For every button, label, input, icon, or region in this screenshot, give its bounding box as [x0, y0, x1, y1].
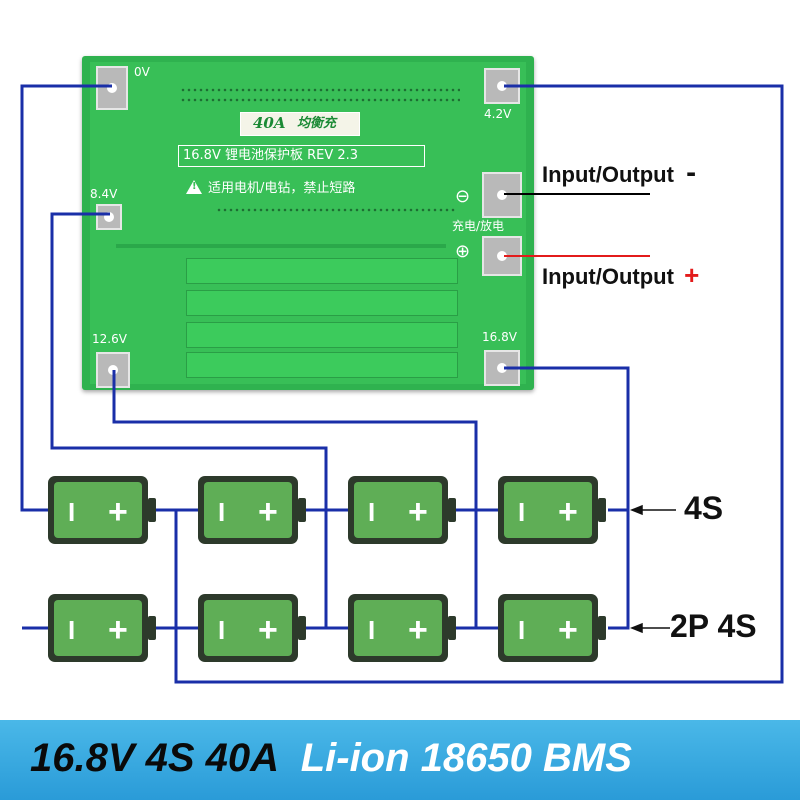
battery-body	[504, 600, 592, 656]
battery-cell-3: I+	[348, 476, 456, 544]
battery-minus-mark: I	[368, 615, 375, 645]
battery-body	[354, 482, 442, 538]
io-plus-sign: +	[684, 260, 700, 290]
battery-cell-8: I+	[498, 594, 606, 662]
warning-icon	[186, 180, 202, 194]
battery-plus-mark: +	[258, 611, 278, 649]
battery-terminal	[148, 498, 156, 522]
battery-minus-mark: I	[68, 497, 75, 527]
battery-body	[54, 482, 142, 538]
wire-12-6v	[112, 370, 478, 628]
plus-symbol: ⊕	[455, 241, 471, 262]
pcb-trace	[186, 322, 458, 348]
battery-terminal	[448, 498, 456, 522]
arrow-4s-head	[629, 504, 643, 516]
battery-body	[54, 600, 142, 656]
io-plus-text: Input/Output	[542, 264, 674, 289]
battery-cell-2: I+	[198, 476, 306, 544]
battery-minus-mark: I	[68, 615, 75, 645]
io-minus-text: Input/Output	[542, 162, 674, 187]
banner-product: Li-ion 18650 BMS	[300, 736, 632, 780]
pad-4-2v	[484, 68, 520, 104]
pad-label-0v: 0V	[134, 65, 150, 79]
battery-cell-4: I+	[498, 476, 606, 544]
pcb-via-row	[180, 88, 460, 92]
board-title-box: 16.8V 锂电池保护板 REV 2.3	[178, 145, 425, 167]
board-title: 16.8V 锂电池保护板 REV 2.3	[183, 148, 359, 163]
io-minus-label: Input/Output -	[542, 158, 696, 188]
charge-discharge-label: 充电/放电	[452, 219, 505, 233]
pad-label-4-2v: 4.2V	[484, 107, 512, 121]
battery-plus-mark: +	[558, 493, 578, 531]
pcb-trace	[116, 244, 446, 248]
battery-body	[204, 600, 292, 656]
battery-plus-mark: +	[408, 493, 428, 531]
io-plus-label: Input/Output +	[542, 262, 699, 288]
current-rating: 40A	[253, 114, 286, 132]
battery-plus-mark: +	[258, 493, 278, 531]
pcb-via-row	[216, 208, 456, 212]
battery-cell-7: I+	[348, 594, 456, 662]
banner-spec: 16.8V 4S 40A	[30, 736, 278, 780]
battery-plus-mark: +	[408, 611, 428, 649]
battery-terminal	[298, 498, 306, 522]
battery-cell-5: I+	[48, 594, 156, 662]
battery-body	[504, 482, 592, 538]
battery-minus-mark: I	[518, 615, 525, 645]
battery-plus-mark: +	[108, 493, 128, 531]
pad-label-16-8v: 16.8V	[482, 330, 517, 344]
pcb-via-row	[180, 98, 460, 102]
arrow-2p4s-head	[629, 622, 643, 634]
battery-minus-mark: I	[518, 497, 525, 527]
battery-minus-mark: I	[218, 615, 225, 645]
warning-text: 适用电机/电钻，禁止短路	[208, 181, 356, 196]
pad-0v	[96, 66, 128, 110]
wiring-svg: I+I+I+I+I+I+I+I+	[20, 84, 784, 684]
wire-4-2v	[174, 84, 784, 684]
battery-body	[354, 600, 442, 656]
battery-terminal	[298, 616, 306, 640]
battery-terminal	[448, 616, 456, 640]
minus-symbol: ⊖	[455, 186, 471, 207]
battery-terminal	[598, 616, 606, 640]
battery-plus-mark: +	[558, 611, 578, 649]
pcb-trace	[186, 352, 458, 378]
battery-cell-1: I+	[48, 476, 156, 544]
io-minus-sign: -	[686, 156, 697, 189]
battery-terminal	[598, 498, 606, 522]
balance-charge-text: 均衡充	[297, 116, 337, 131]
wire-0v	[20, 84, 112, 512]
wiring-diagram: 0V 4.2V 8.4V 12.6V 16.8V ⊖ ⊕ 充电/放电 40A 均…	[0, 0, 800, 720]
battery-minus-mark: I	[218, 497, 225, 527]
battery-cell-6: I+	[198, 594, 306, 662]
short-circuit-warning: 适用电机/电钻，禁止短路	[186, 180, 355, 195]
battery-terminal	[148, 616, 156, 640]
pcb-trace	[186, 258, 458, 284]
banner-text: 16.8V 4S 40A Li-ion 18650 BMS	[30, 738, 632, 778]
battery-body	[204, 482, 292, 538]
pcb-trace	[186, 290, 458, 316]
pad-label-12-6v: 12.6V	[92, 332, 127, 346]
wire-8-4v	[50, 212, 328, 628]
battery-plus-mark: +	[108, 611, 128, 649]
pad-label-8-4v: 8.4V	[90, 187, 118, 201]
config-2p4s-label: 2P 4S	[670, 608, 757, 644]
current-rating-box: 40A 均衡充	[240, 112, 360, 136]
product-banner: 16.8V 4S 40A Li-ion 18650 BMS	[0, 720, 800, 800]
battery-minus-mark: I	[368, 497, 375, 527]
wire-16-8v	[504, 366, 630, 630]
pad-8-4v	[96, 204, 122, 230]
config-4s-label: 4S	[684, 490, 724, 526]
